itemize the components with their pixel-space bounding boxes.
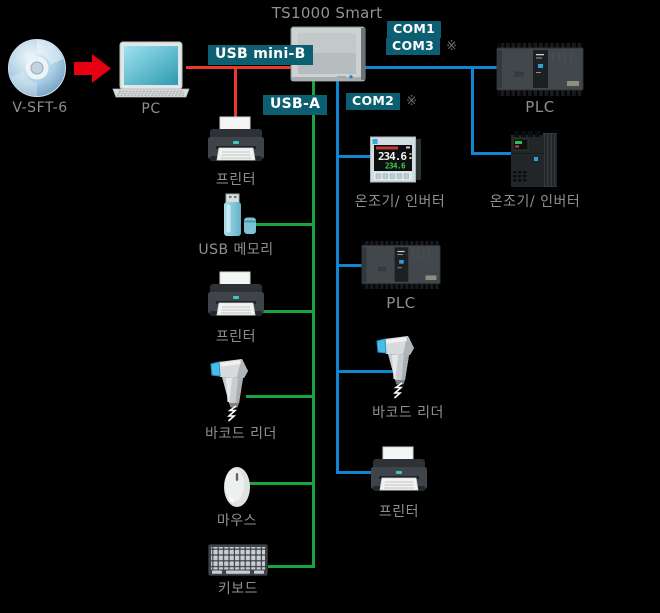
com3-footnote-mark: ※ [446, 38, 458, 54]
temp-pv-value: 234.6 [378, 150, 407, 163]
barcode-left-branch [246, 395, 313, 398]
inverter-right-caption: 온조기/ 인버터 [489, 194, 581, 210]
printer2-icon [207, 271, 265, 323]
hmi-touchscreen-icon [290, 26, 366, 82]
plc-icon [495, 42, 585, 97]
serial-inverter-branch [471, 152, 513, 155]
usb-a-label-row: USB-A [263, 95, 328, 116]
printer2-branch [262, 310, 313, 313]
printer1-caption: 프린터 [215, 172, 257, 188]
disc-caption: V-SFT-6 [12, 100, 68, 116]
plc-mid-branch [338, 264, 364, 267]
barcode-left-caption: 바코드 리더 [205, 426, 277, 442]
temp-controller-branch [338, 155, 374, 158]
pc-caption: PC [141, 101, 161, 117]
printer-mid-caption: 프린터 [378, 504, 420, 520]
plc-mid-icon [360, 240, 442, 290]
com2-label-row: COM2 ※ [346, 93, 417, 110]
com1-label: COM1 [387, 21, 442, 38]
usb-a-label: USB-A [263, 95, 328, 116]
com3-label: COM3 [386, 38, 441, 55]
serial-right-drop [471, 66, 474, 155]
mouse-branch [249, 482, 313, 485]
com2-trunk [336, 78, 339, 474]
keyboard-caption: 키보드 [217, 581, 259, 597]
com3-label-row: COM3 ※ [386, 38, 457, 55]
temp-controller-caption: 온조기/ 인버터 [354, 194, 446, 210]
mouse-icon [224, 467, 250, 507]
temp-controller-icon: 234.6 234.6 [370, 136, 421, 183]
barcode-reader-mid-icon [374, 335, 420, 399]
printer-mid-branch [338, 471, 374, 474]
printer-mid-icon [370, 446, 428, 498]
usb-mini-b-label: USB mini-B [208, 45, 313, 66]
com2-footnote-mark: ※ [406, 93, 418, 109]
arrow-right-icon [74, 54, 111, 83]
keyboard-branch [266, 565, 315, 568]
printer2-caption: 프린터 [215, 329, 257, 345]
usb-mini-b-printer-drop [234, 66, 237, 120]
printer1-icon [207, 116, 265, 168]
barcode-mid-branch [338, 370, 400, 373]
hmi-title: TS1000 Smart [271, 4, 383, 22]
com1-label-row: COM1 [387, 21, 442, 38]
pc-laptop-icon [112, 41, 190, 98]
usb-memory-caption: USB 메모리 [198, 242, 274, 258]
inverter-icon [511, 131, 558, 187]
com2-label: COM2 [346, 93, 401, 110]
usb-a-trunk [312, 78, 315, 568]
usb-mini-b-label-row: USB mini-B [208, 45, 313, 66]
barcode-mid-caption: 바코드 리더 [372, 405, 444, 421]
com1-com3-line [364, 66, 498, 69]
plc-mid-caption: PLC [386, 294, 416, 312]
barcode-reader-left-icon [208, 358, 254, 422]
software-disc-icon [8, 39, 66, 97]
plc-right-caption: PLC [525, 98, 555, 116]
usb-mini-b-line [186, 66, 292, 69]
keyboard-icon [208, 544, 268, 576]
usb-memory-branch [254, 223, 313, 226]
mouse-caption: 마우스 [216, 513, 258, 529]
usb-memory-icon [224, 193, 256, 236]
temp-sv-value: 234.6 [385, 162, 406, 171]
